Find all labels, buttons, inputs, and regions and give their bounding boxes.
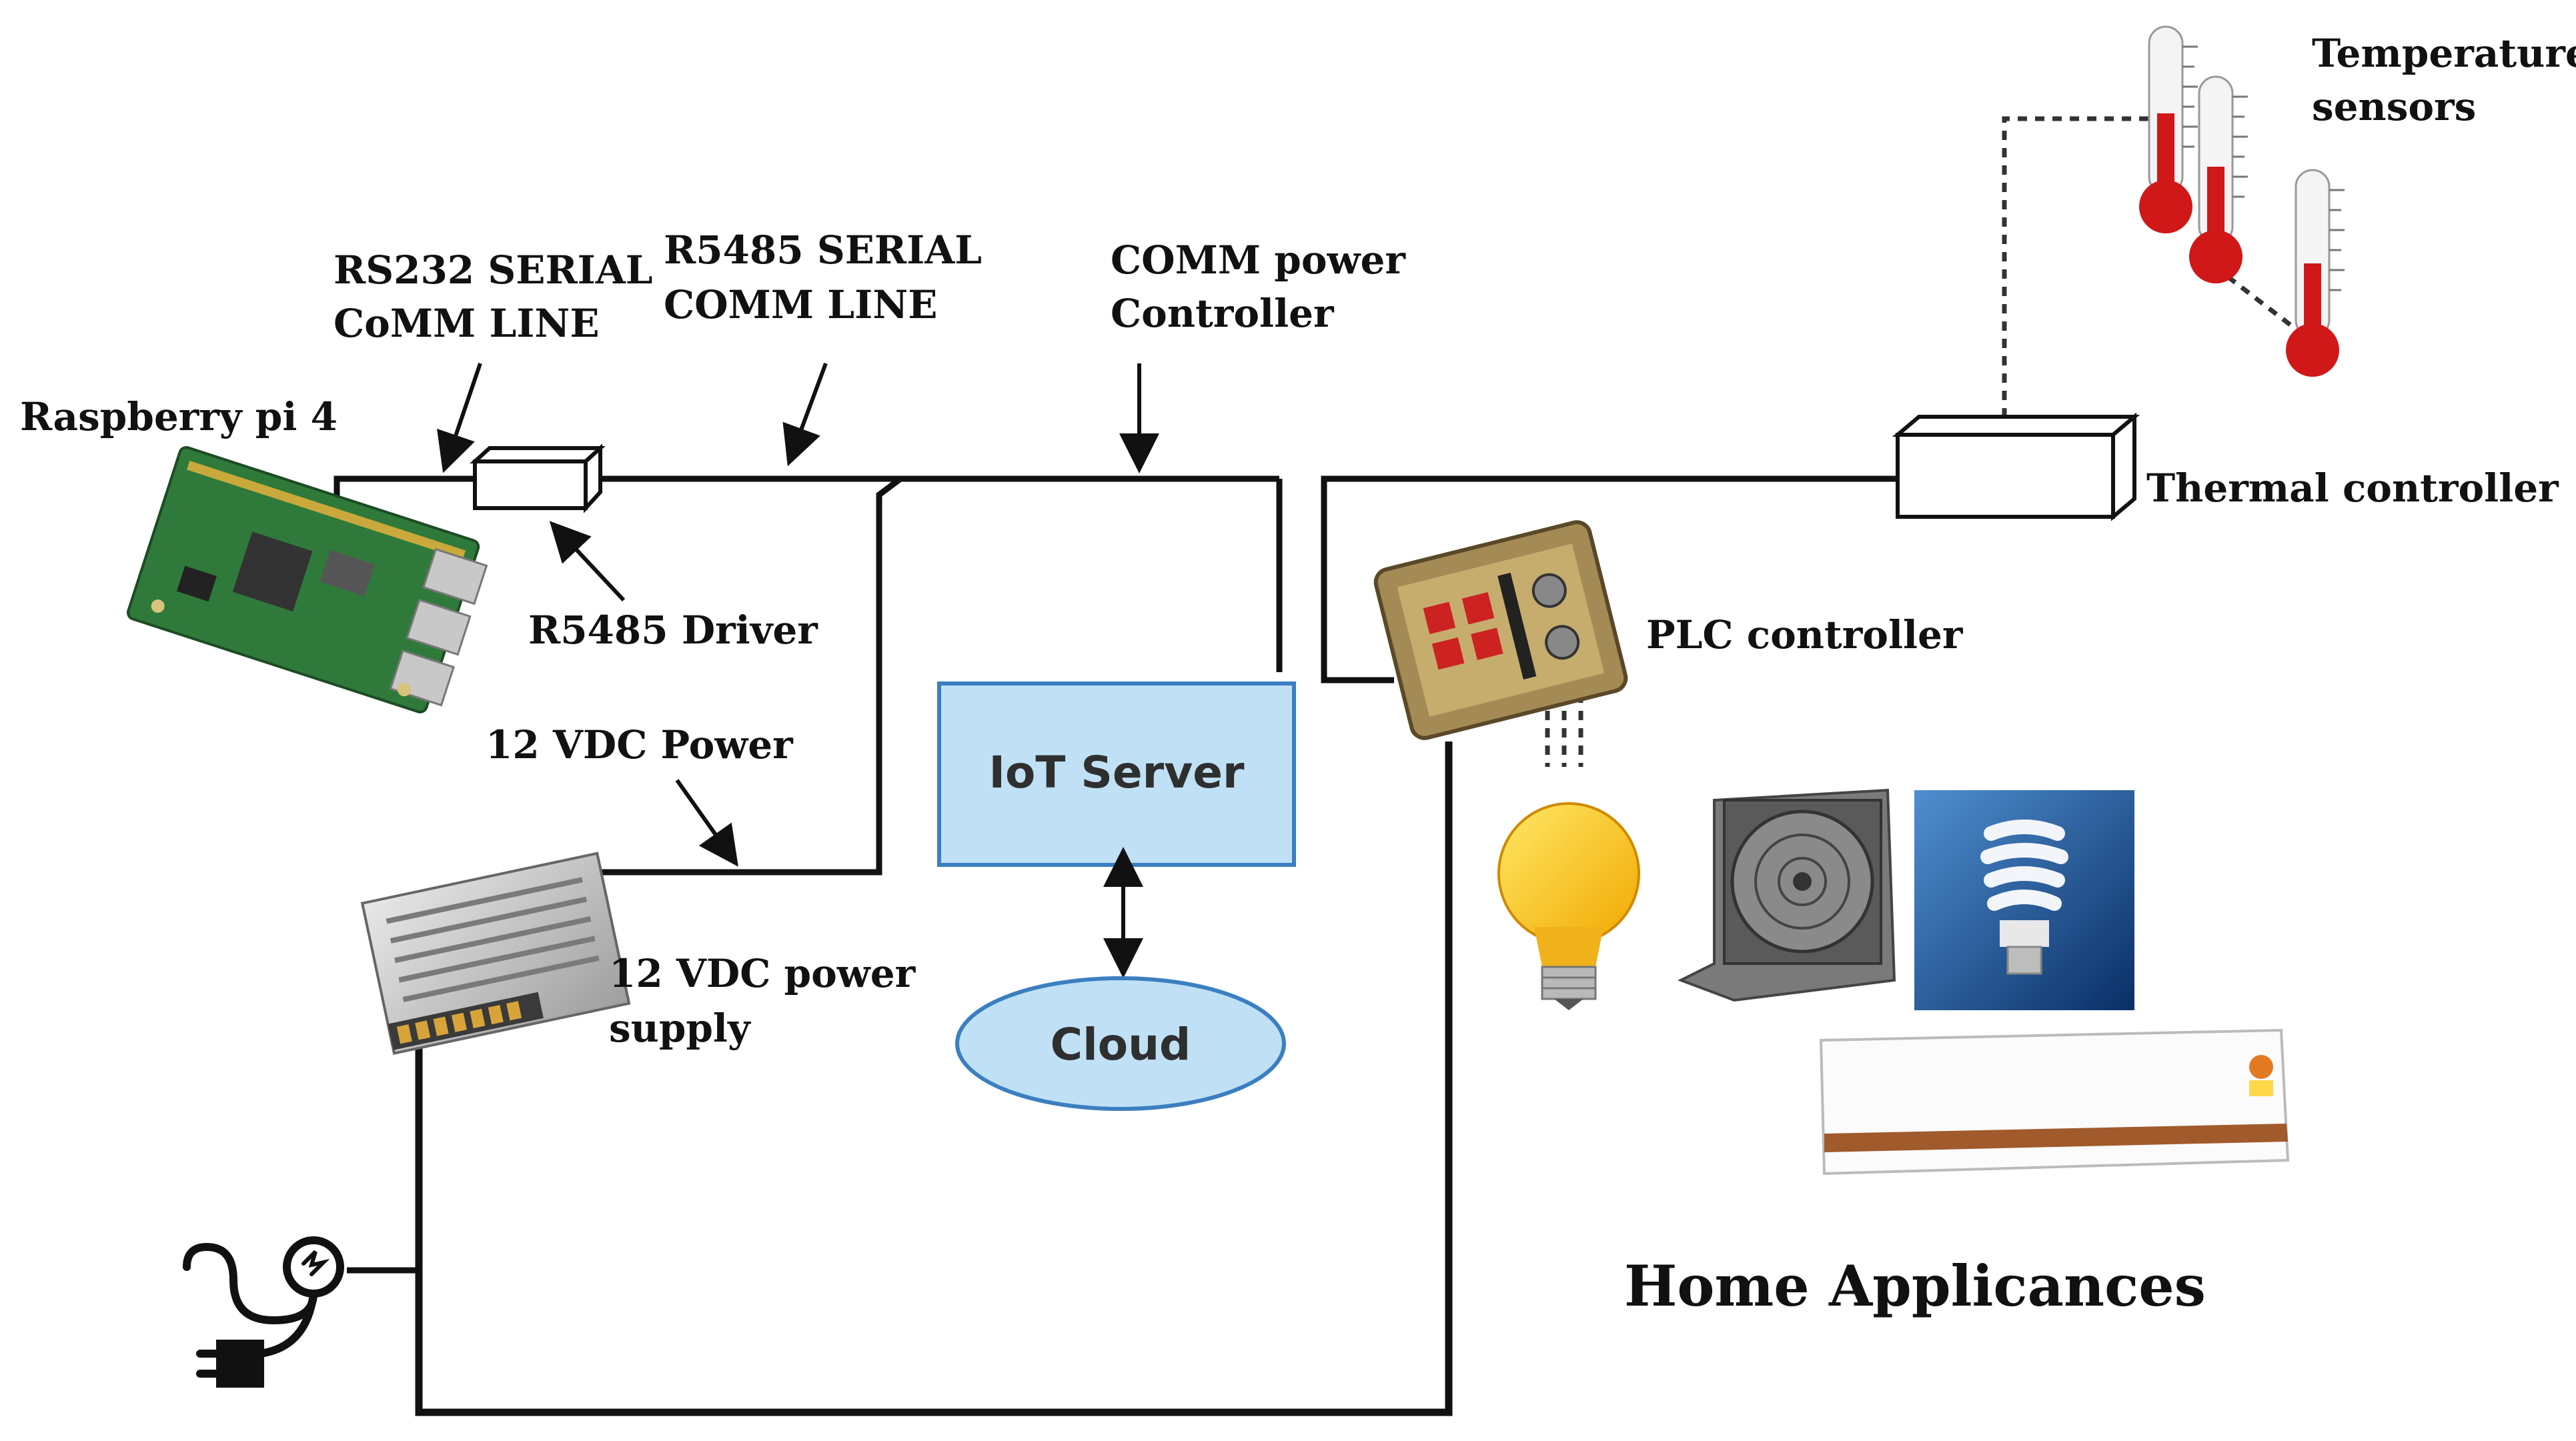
power-supply-label-line1: 12 VDC power [609, 951, 916, 996]
rs232-label-line2: CoMM LINE [334, 301, 600, 346]
cloud-ellipse [955, 976, 1286, 1111]
power-plug-icon [183, 1236, 344, 1388]
cfl-bulb-icon [1914, 790, 2134, 1010]
comm-power-label-line1: COMM power [1111, 237, 1406, 283]
air-conditioner-icon [1819, 1028, 2290, 1176]
rs232-arrow [437, 363, 482, 473]
thermometer-icon-3 [2286, 169, 2345, 377]
r5485-driver-label: R5485 Driver [528, 607, 818, 653]
temperature-sensors-label-line1: Temperature [2312, 31, 2576, 76]
sensor-link-line-2 [2226, 275, 2297, 330]
thermal-controller-box [1892, 412, 2140, 521]
rs232-label-line1: RS232 SERIAL [334, 247, 653, 293]
r5485-serial-label-line2: COMM LINE [664, 282, 937, 327]
thermal-controller-label: Thermal controller [2146, 465, 2559, 511]
power-supply-label-line2: supply [609, 1006, 752, 1051]
sensor-link-line [2002, 116, 2164, 435]
raspberry-pi-label: Raspberry pi 4 [20, 394, 338, 439]
rs485-line-arrow [782, 362, 828, 467]
iot-server-box [937, 681, 1296, 867]
plc-comm-wire [1321, 475, 1898, 683]
plc-controller-label: PLC controller [1646, 612, 1964, 657]
comm-power-label-line2: Controller [1111, 291, 1335, 336]
light-bulb-icon [1497, 802, 1640, 1010]
iot-server-label: IoT Server [989, 747, 1245, 798]
cloud-label: Cloud [1051, 1019, 1191, 1070]
mains-power-loop [415, 742, 1453, 1416]
driver-arrow [549, 521, 626, 602]
temperature-sensors-label-line2: sensors [2312, 84, 2476, 129]
12vdc-power-label: 12 VDC Power [486, 722, 794, 768]
thermometer-icon-1 [2139, 25, 2198, 233]
power-supply-icon [360, 852, 631, 1055]
r5485-driver-box [470, 443, 606, 513]
vdc-power-arrow [675, 779, 738, 867]
home-appliances-label: Home Applicances [1624, 1253, 2206, 1319]
thermometer-icon-2 [2189, 75, 2248, 283]
desk-fan-icon [1678, 788, 1896, 1002]
12vdc-power-wire [574, 476, 902, 876]
raspberry-pi-icon [126, 445, 488, 713]
r5485-serial-label-line1: R5485 SERIAL [664, 227, 982, 273]
plc-controller-icon [1373, 520, 1628, 740]
